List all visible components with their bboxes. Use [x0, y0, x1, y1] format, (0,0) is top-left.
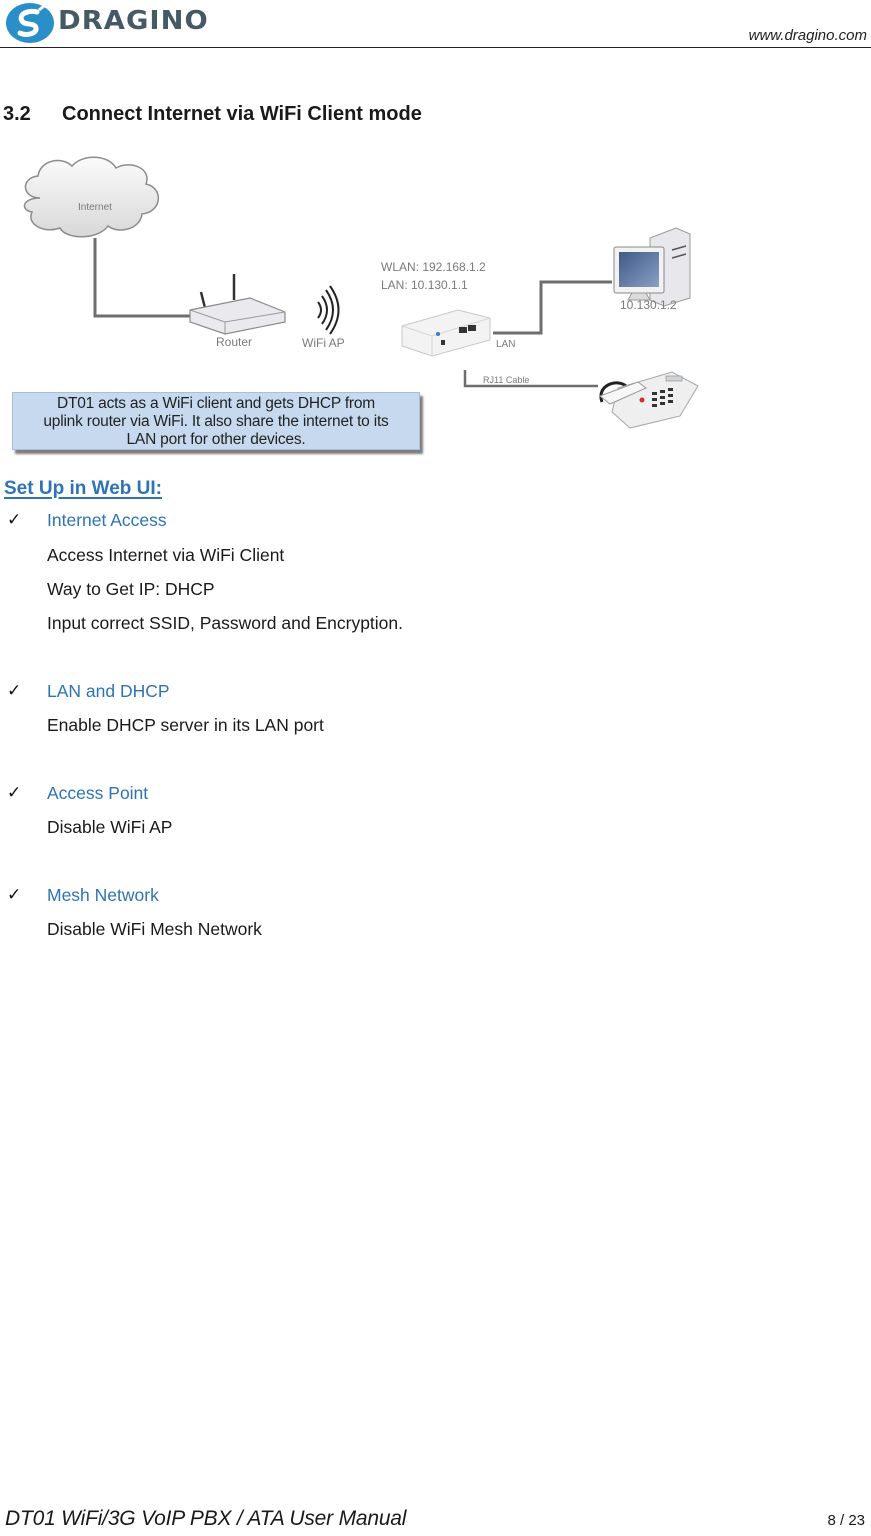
callout-line: uplink router via WiFi. It also share th… [43, 413, 389, 430]
rj11-cable-label: RJ11 Cable [483, 375, 529, 385]
item-title: Internet Access [47, 510, 167, 530]
section-title: Connect Internet via WiFi Client mode [62, 103, 422, 125]
website-url[interactable]: www.dragino.com [748, 27, 867, 44]
desktop-computer-icon: 10.130.1.2 [613, 227, 691, 312]
item-title: Mesh Network [47, 885, 159, 905]
checkmark-icon: ✓ [7, 510, 22, 529]
setup-item-lan-dhcp: ✓ LAN and DHCP [0, 681, 700, 703]
item-line: Disable WiFi AP [47, 817, 173, 837]
section-heading: 3.2 Connect Internet via WiFi Client mode [3, 103, 422, 126]
checkmark-icon: ✓ [7, 681, 22, 700]
dragino-logo [4, 2, 204, 44]
footer-document-title: DT01 WiFi/3G VoIP PBX / ATA User Manual [5, 1507, 407, 1530]
device-lan-ip: LAN: 10.130.1.1 [381, 278, 468, 292]
brand-name: DRAGINO [58, 6, 209, 36]
internet-cloud-icon: Internet [23, 156, 159, 238]
wifi-signal-icon: WiFi AP [302, 285, 345, 350]
dt01-device-icon [401, 309, 491, 357]
item-line: Way to Get IP: DHCP [47, 579, 215, 599]
section-number: 3.2 [3, 103, 31, 125]
item-line: Disable WiFi Mesh Network [47, 919, 262, 939]
diagram-callout: DT01 acts as a WiFi client and gets DHCP… [12, 392, 420, 450]
desk-phone-icon [598, 371, 699, 429]
item-line: Enable DHCP server in its LAN port [47, 715, 324, 735]
checkmark-icon: ✓ [7, 885, 22, 904]
device-wlan-ip: WLAN: 192.168.1.2 [381, 260, 486, 274]
item-line: Input correct SSID, Password and Encrypt… [47, 613, 403, 633]
item-title: Access Point [47, 783, 149, 803]
pc-ip: 10.130.1.2 [620, 298, 677, 312]
callout-line: DT01 acts as a WiFi client and gets DHCP… [56, 395, 376, 412]
item-line: Access Internet via WiFi Client [47, 545, 285, 565]
callout-line: LAN port for other devices. [126, 431, 306, 448]
checkmark-icon: ✓ [7, 783, 22, 802]
setup-heading: Set Up in Web UI: [4, 478, 162, 499]
dragino-s-logo-icon [6, 3, 54, 43]
page-number: 8 / 23 [827, 1512, 865, 1529]
svg-text:WiFi AP: WiFi AP [302, 336, 345, 350]
item-title: LAN and DHCP [47, 681, 170, 701]
header-divider [0, 47, 871, 48]
svg-text:Internet: Internet [78, 202, 112, 213]
lan-cable-label: LAN [496, 339, 515, 350]
setup-item-mesh-network: ✓ Mesh Network [0, 885, 700, 907]
router-icon: Router [189, 274, 286, 349]
svg-text:Router: Router [216, 335, 252, 349]
setup-item-access-point: ✓ Access Point [0, 783, 700, 805]
network-diagram: Internet Router WiFi AP WLAN: 192.168.1.… [0, 150, 720, 460]
setup-item-internet-access: ✓ Internet Access [0, 510, 700, 532]
